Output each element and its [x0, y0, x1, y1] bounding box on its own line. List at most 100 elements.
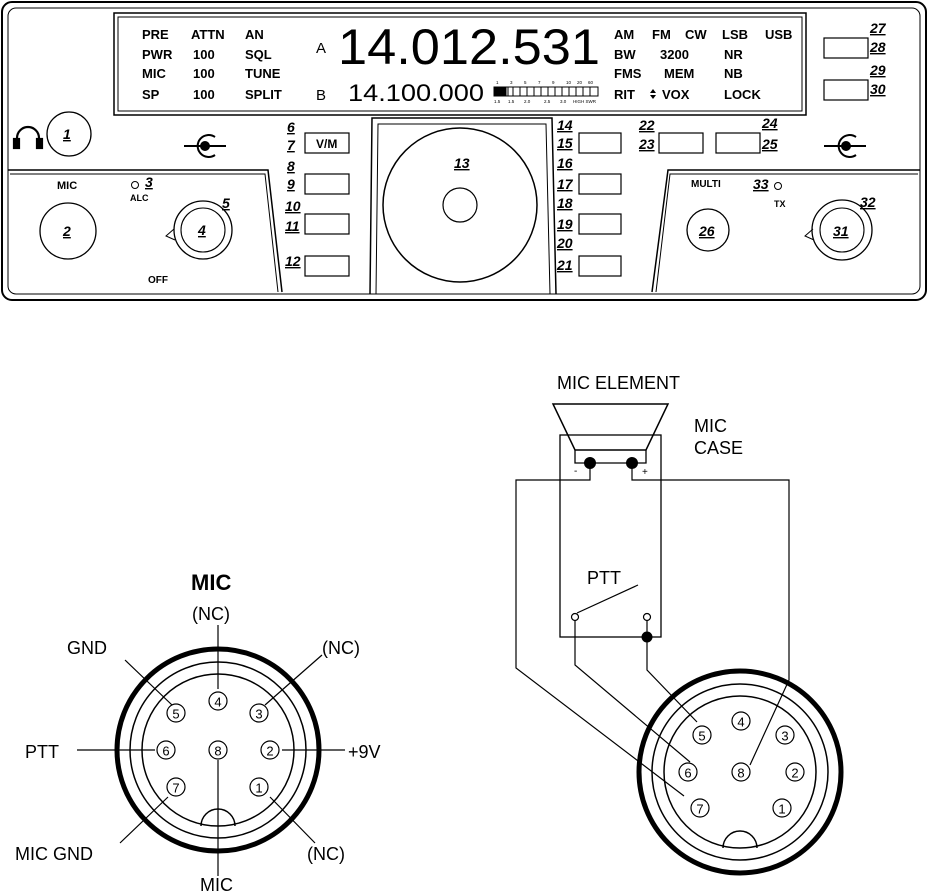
meter-scale-top: 1 3 5 7 9 10 20 60 [496, 80, 594, 85]
pin8-label: MIC [200, 875, 233, 895]
mic-knob-label: MIC [57, 180, 77, 192]
meter-tick: 5 [524, 80, 527, 85]
callout-20: 20 [556, 235, 573, 251]
callout-17: 17 [557, 176, 574, 192]
display-text: BW [614, 47, 636, 62]
wiring-pin-8: 8 [737, 766, 744, 781]
callout-6: 6 [287, 119, 295, 135]
pin-5: 5 [172, 707, 179, 722]
meter-tick: 7 [538, 80, 541, 85]
mic-connector-pinout [77, 625, 345, 876]
display-text: NB [724, 66, 743, 81]
pin-4: 4 [214, 695, 221, 710]
tx-led [774, 182, 782, 190]
button-15 [578, 132, 622, 154]
callout-12: 12 [285, 253, 301, 269]
pin-7: 7 [172, 781, 179, 796]
radio-front-panel [1, 1, 927, 301]
button-12 [304, 255, 350, 277]
button-11 [304, 213, 350, 235]
pin5-label: GND [67, 638, 107, 658]
pin-8: 8 [214, 744, 221, 759]
meter-tick: 1 [496, 80, 499, 85]
callout-32: 32 [860, 194, 876, 210]
s-meter-bar [493, 86, 599, 97]
wiring-pin-1: 1 [778, 802, 785, 817]
display-left-grid: PRE ATTN AN PWR 100 SQL MIC 100 TUNE SP … [142, 27, 282, 102]
wiring-pin-4: 4 [737, 715, 744, 730]
pin-1: 1 [255, 781, 262, 796]
vm-button-label: V/M [316, 137, 337, 151]
vm-button [304, 132, 350, 154]
mic-connector-pin-numbers: 1 2 3 4 5 6 7 8 [162, 695, 273, 796]
callout-28: 28 [869, 39, 886, 55]
display-text: ATTN [191, 27, 225, 42]
button-21 [578, 255, 622, 277]
button-28 [823, 37, 869, 59]
wiring-pin-2: 2 [791, 766, 798, 781]
button-25 [715, 132, 761, 154]
display-text: VOX [662, 87, 690, 102]
callout-30: 30 [870, 81, 886, 97]
meter-tick: 20 [577, 80, 583, 85]
display-text: SP [142, 87, 160, 102]
meter-tick: 3 [510, 80, 513, 85]
display-text: FM [652, 27, 671, 42]
button-19 [578, 213, 622, 235]
button-30 [823, 79, 869, 101]
callout-numbers: 1 2 3 4 5 6 7 8 9 10 11 12 13 14 15 16 1… [62, 20, 887, 273]
display-text: LSB [722, 27, 748, 42]
mic-case-label: MIC [694, 416, 727, 436]
meter-tick: 1.5 [508, 99, 515, 104]
callout-15: 15 [557, 135, 573, 151]
button-23 [658, 132, 704, 154]
display-text: AN [245, 27, 264, 42]
lcd-display-frame [113, 12, 807, 116]
meter-tick: HIGH SWR [573, 99, 597, 104]
callout-21: 21 [556, 257, 573, 273]
callout-10: 10 [285, 198, 301, 214]
display-text: NR [724, 47, 743, 62]
callout-22: 22 [638, 117, 655, 133]
display-text: CW [685, 27, 707, 42]
meter-tick: 2.5 [544, 99, 551, 104]
meter-tick: 60 [588, 80, 594, 85]
callout-27: 27 [869, 20, 887, 36]
multi-knob [686, 208, 730, 252]
pin-2: 2 [266, 744, 273, 759]
display-text: PWR [142, 47, 173, 62]
callout-13: 13 [454, 155, 470, 171]
mic-element-icon [551, 403, 670, 451]
callout-9: 9 [287, 176, 295, 192]
callout-29: 29 [869, 62, 886, 78]
vfo-a-label: A [316, 40, 326, 57]
button-9 [304, 173, 350, 195]
callout-16: 16 [557, 155, 573, 171]
multi-label: MULTI [691, 179, 721, 190]
meter-tick: 3.0 [560, 99, 567, 104]
mic-case-outline [559, 434, 662, 638]
meter-tick: 10 [566, 80, 572, 85]
callout-31: 31 [833, 223, 849, 239]
wiring-pin-7: 7 [696, 802, 703, 817]
minus-terminal-label: - [574, 466, 577, 477]
meter-scale-bottom: 1.5 1.5 2.0 2.5 3.0 HIGH SWR [494, 99, 597, 104]
main-tuning-knob [382, 127, 538, 283]
wiring-connector-ring [636, 668, 844, 876]
pin4-label: (NC) [192, 604, 230, 624]
callout-2: 2 [62, 223, 71, 239]
mic-case-label: CASE [694, 438, 743, 458]
callout-25: 25 [761, 136, 778, 152]
display-text: AM [614, 27, 634, 42]
callout-26: 26 [698, 223, 715, 239]
display-text: 100 [193, 66, 215, 81]
display-text: 3200 [660, 47, 689, 62]
callout-1: 1 [63, 126, 71, 142]
pin-3: 3 [255, 707, 262, 722]
display-text: RIT [614, 87, 635, 102]
callout-11: 11 [285, 218, 300, 234]
callout-8: 8 [287, 158, 295, 174]
pin6-label: PTT [25, 742, 59, 762]
callout-33: 33 [753, 176, 769, 192]
wiring-pin-numbers: 1 2 3 4 5 6 7 8 [684, 715, 798, 817]
